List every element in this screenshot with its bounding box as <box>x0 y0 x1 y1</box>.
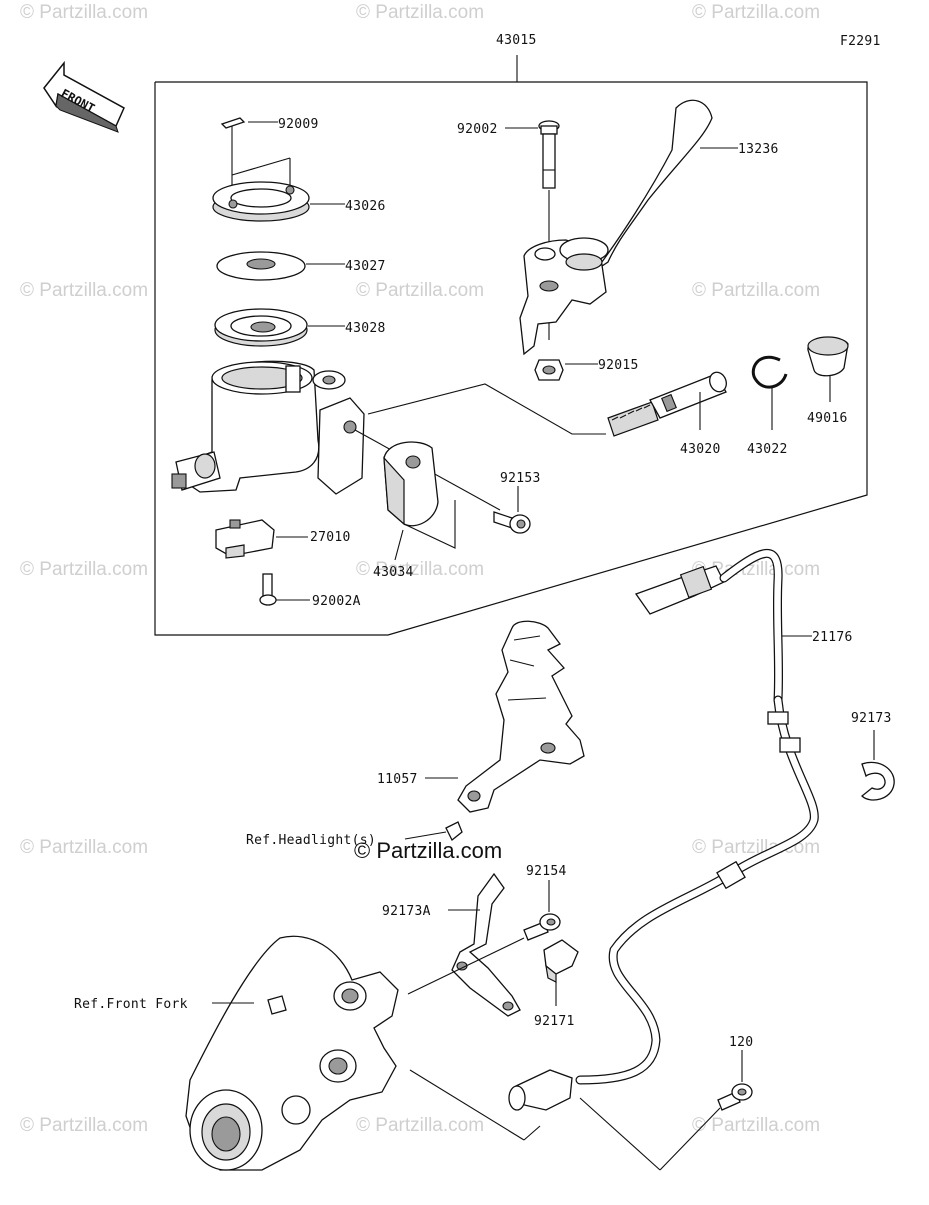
watermark: © Partzilla.com <box>692 1115 820 1136</box>
watermark: © Partzilla.com <box>20 837 148 858</box>
screw-92002a <box>259 573 277 606</box>
piston-43020 <box>607 371 727 437</box>
bolt-92153 <box>493 511 531 534</box>
bracket-92173a <box>451 872 521 1017</box>
center-brand-watermark: © Partzilla.com <box>354 838 502 863</box>
master-cylinder-body <box>171 360 365 495</box>
assembly-number: 43015 <box>496 33 537 48</box>
bolt-92154 <box>523 913 561 941</box>
label-ref-front-fork: Ref.Front Fork <box>74 997 188 1012</box>
clamp-43034 <box>383 441 439 527</box>
label-92015: 92015 <box>598 358 639 373</box>
bolt-120 <box>717 1083 753 1111</box>
diaphragm-43028 <box>214 308 308 347</box>
label-92171: 92171 <box>534 1014 575 1029</box>
watermark: © Partzilla.com <box>692 2 820 23</box>
reservoir-cap-43026 <box>212 181 310 222</box>
sensor-cable-21176 <box>508 548 819 1111</box>
circlip-43022 <box>751 356 788 389</box>
label-43026: 43026 <box>345 199 386 214</box>
label-27010: 27010 <box>310 530 351 545</box>
label-92002a: 92002A <box>312 594 361 609</box>
label-43034: 43034 <box>373 565 414 580</box>
watermark: © Partzilla.com <box>692 280 820 301</box>
clip-92171 <box>543 939 579 983</box>
diagram-code: F2291 <box>840 34 881 49</box>
watermark: © Partzilla.com <box>20 2 148 23</box>
label-ref-headlight: Ref.Headlight(s) <box>246 833 376 848</box>
label-13236: 13236 <box>738 142 779 157</box>
brake-lever-13236 <box>519 99 713 356</box>
headlight-stud <box>445 821 463 842</box>
watermark: © Partzilla.com <box>356 2 484 23</box>
label-11057: 11057 <box>377 772 418 787</box>
assembly-frame <box>154 55 868 636</box>
bracket-11057 <box>457 620 585 813</box>
label-43027: 43027 <box>345 259 386 274</box>
screw-92009 <box>220 117 246 145</box>
clamp-92173 <box>861 761 895 801</box>
watermark: © Partzilla.com <box>356 1115 484 1136</box>
label-92153: 92153 <box>500 471 541 486</box>
label-43022: 43022 <box>747 442 788 457</box>
watermark: © Partzilla.com <box>20 1115 148 1136</box>
label-43028: 43028 <box>345 321 386 336</box>
pivot-bolt-92002 <box>538 120 560 189</box>
label-21176: 21176 <box>812 630 853 645</box>
label-92009: 92009 <box>278 117 319 132</box>
label-49016: 49016 <box>807 411 848 426</box>
label-92154: 92154 <box>526 864 567 879</box>
label-92173: 92173 <box>851 711 892 726</box>
nut-92015 <box>534 359 564 381</box>
label-92002: 92002 <box>457 122 498 137</box>
switch-27010 <box>215 519 275 559</box>
label-92173a: 92173A <box>382 904 431 919</box>
watermark: © Partzilla.com <box>356 280 484 301</box>
front-fork <box>185 935 399 1171</box>
label-120: 120 <box>729 1035 753 1050</box>
watermark: © Partzilla.com <box>20 280 148 301</box>
watermark: © Partzilla.com <box>356 559 484 580</box>
label-43020: 43020 <box>680 442 721 457</box>
front-arrow-icon: FRONT <box>43 60 125 133</box>
plate-43027 <box>216 251 306 281</box>
watermark: © Partzilla.com <box>20 559 148 580</box>
boot-49016 <box>807 336 849 377</box>
